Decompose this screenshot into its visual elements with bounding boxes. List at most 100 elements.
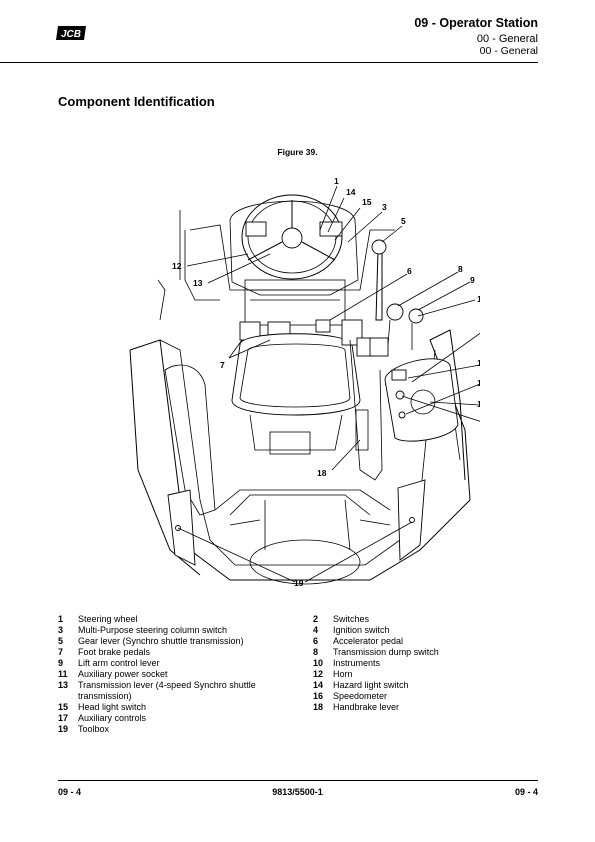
legend-item: 12 Horn [313, 669, 553, 680]
auxiliary-controls [408, 308, 424, 324]
panel-switches [391, 369, 407, 381]
legend-item: 6 Accelerator pedal [313, 636, 553, 647]
legend-item: 11 Auxiliary power socket [58, 669, 298, 680]
legend-text: Gear lever (Synchro shuttle transmission… [78, 636, 244, 646]
chapter-title: 09 - Operator Station [414, 16, 538, 30]
legend-number: 12 [313, 669, 324, 679]
jcb-logo: JCB [54, 24, 88, 47]
legend-item: 10 Instruments [313, 658, 553, 669]
legend-number: 10 [313, 658, 324, 668]
legend-text: Lift arm control lever [78, 658, 160, 668]
legend-text: Ignition switch [333, 625, 390, 635]
power-socket [398, 411, 406, 419]
legend-text: Auxiliary controls [78, 713, 147, 723]
legend-number: 16 [313, 691, 324, 701]
legend-item: 9 Lift arm control lever [58, 658, 298, 669]
footer-doc-number: 9813/5500-1 [272, 787, 323, 797]
header-divider [0, 62, 538, 63]
gear-lever-knob [371, 239, 387, 255]
legend-number: 8 [313, 647, 319, 657]
legend-item: 1 Steering wheel [58, 614, 298, 625]
legend-text: Steering wheel [78, 614, 138, 624]
callout-18: 18 [317, 468, 327, 478]
legend-item: 17 Auxiliary controls [58, 713, 298, 724]
callout-12: 12 [172, 261, 182, 271]
footer-page-left: 09 - 4 [58, 787, 82, 797]
handbrake-lever [355, 409, 369, 451]
steering-wheel [241, 194, 343, 280]
legend-number: 14 [313, 680, 324, 690]
lift-arm-lever [386, 303, 404, 321]
callout-14: 14 [346, 187, 356, 197]
callout-19: 19 [294, 578, 304, 588]
callout-11: 11 [477, 378, 480, 388]
legend-text: Transmission dump switch [333, 647, 439, 657]
legend-text: Head light switch [78, 702, 147, 712]
legend-number: 5 [58, 636, 64, 646]
callout-17: 17 [477, 294, 480, 304]
callout-6: 6 [407, 266, 412, 276]
legend-column-right: 2 Switches 4 Ignition switch 6 Accelerator pe… [313, 614, 553, 713]
callout-3: 3 [382, 202, 387, 212]
legend-number: 17 [58, 713, 69, 723]
callout-1: 1 [334, 176, 339, 186]
legend-number: 18 [313, 702, 324, 712]
legend-item: 13 Transmission lever (4-speed Synchro sh… [58, 680, 298, 702]
legend-item: 4 Ignition switch [313, 625, 553, 636]
callout-8: 8 [458, 264, 463, 274]
legend-number: 15 [58, 702, 69, 712]
legend-number: 3 [58, 625, 64, 635]
legend-text: Speedometer [333, 691, 388, 701]
ignition-switch [395, 390, 405, 400]
legend-text: Auxiliary power socket [78, 669, 168, 679]
legend-column-left: 1 Steering wheel 3 Multi-Purpose steering c… [58, 614, 298, 735]
legend-item: 2 Switches [313, 614, 553, 625]
section-title: Component Identification [58, 94, 215, 109]
accelerator-pedal [315, 319, 331, 333]
legend-number: 6 [313, 636, 319, 646]
legend-number: 19 [58, 724, 69, 734]
callout-13: 13 [193, 278, 203, 288]
legend-number: 13 [58, 680, 69, 690]
legend-item: 14 Hazard light switch [313, 680, 553, 691]
legend-text: Hazard light switch [333, 680, 409, 690]
legend-text: Handbrake lever [333, 702, 400, 712]
legend-text: Accelerator pedal [333, 636, 404, 646]
legend-text: Multi-Purpose steering column switch [78, 625, 228, 635]
footer-page-right: 09 - 4 [514, 787, 538, 797]
callout-10: 10 [477, 358, 480, 368]
legend-text: Transmission lever (4-speed Synchro shut… [78, 680, 256, 701]
legend-number: 11 [58, 669, 68, 679]
legend-item: 18 Handbrake lever [313, 702, 553, 713]
legend-text: Instruments [333, 658, 381, 668]
legend-item: 16 Speedometer [313, 691, 553, 702]
legend-item: 8 Transmission dump switch [313, 647, 553, 658]
legend-item: 5 Gear lever (Synchro shuttle transmissio… [58, 636, 298, 647]
callout-15: 15 [362, 197, 372, 207]
legend-number: 2 [313, 614, 319, 624]
legend-text: Horn [333, 669, 353, 679]
legend-number: 4 [313, 625, 319, 635]
legend-number: 7 [58, 647, 64, 657]
logo-text: JCB [61, 29, 81, 40]
legend-text: Foot brake pedals [78, 647, 151, 657]
callout-9: 9 [470, 275, 475, 285]
left-toolbox [167, 489, 196, 566]
operator-seat [231, 333, 361, 416]
callout-5: 5 [401, 216, 406, 226]
legend-number: 9 [58, 658, 64, 668]
section-subtitle: 00 - General [479, 45, 538, 57]
callout-16: 16 [477, 399, 480, 409]
legend-item: 15 Head light switch [58, 702, 298, 713]
operator-station-diagram: 1 14 15 3 5 12 13 6 8 9 17 2 7 10 11 16 … [129, 176, 480, 588]
legend-text: Switches [333, 614, 370, 624]
floor-hatch [249, 539, 361, 585]
footer-divider [58, 780, 538, 781]
legend-number: 1 [58, 614, 64, 624]
chapter-subtitle: 00 - General [476, 33, 538, 45]
legend-item: 7 Foot brake pedals [58, 647, 298, 658]
figure-caption: Figure 39. [277, 147, 318, 157]
callout-7: 7 [220, 360, 225, 370]
legend-item: 3 Multi-Purpose steering column switch [58, 625, 298, 636]
